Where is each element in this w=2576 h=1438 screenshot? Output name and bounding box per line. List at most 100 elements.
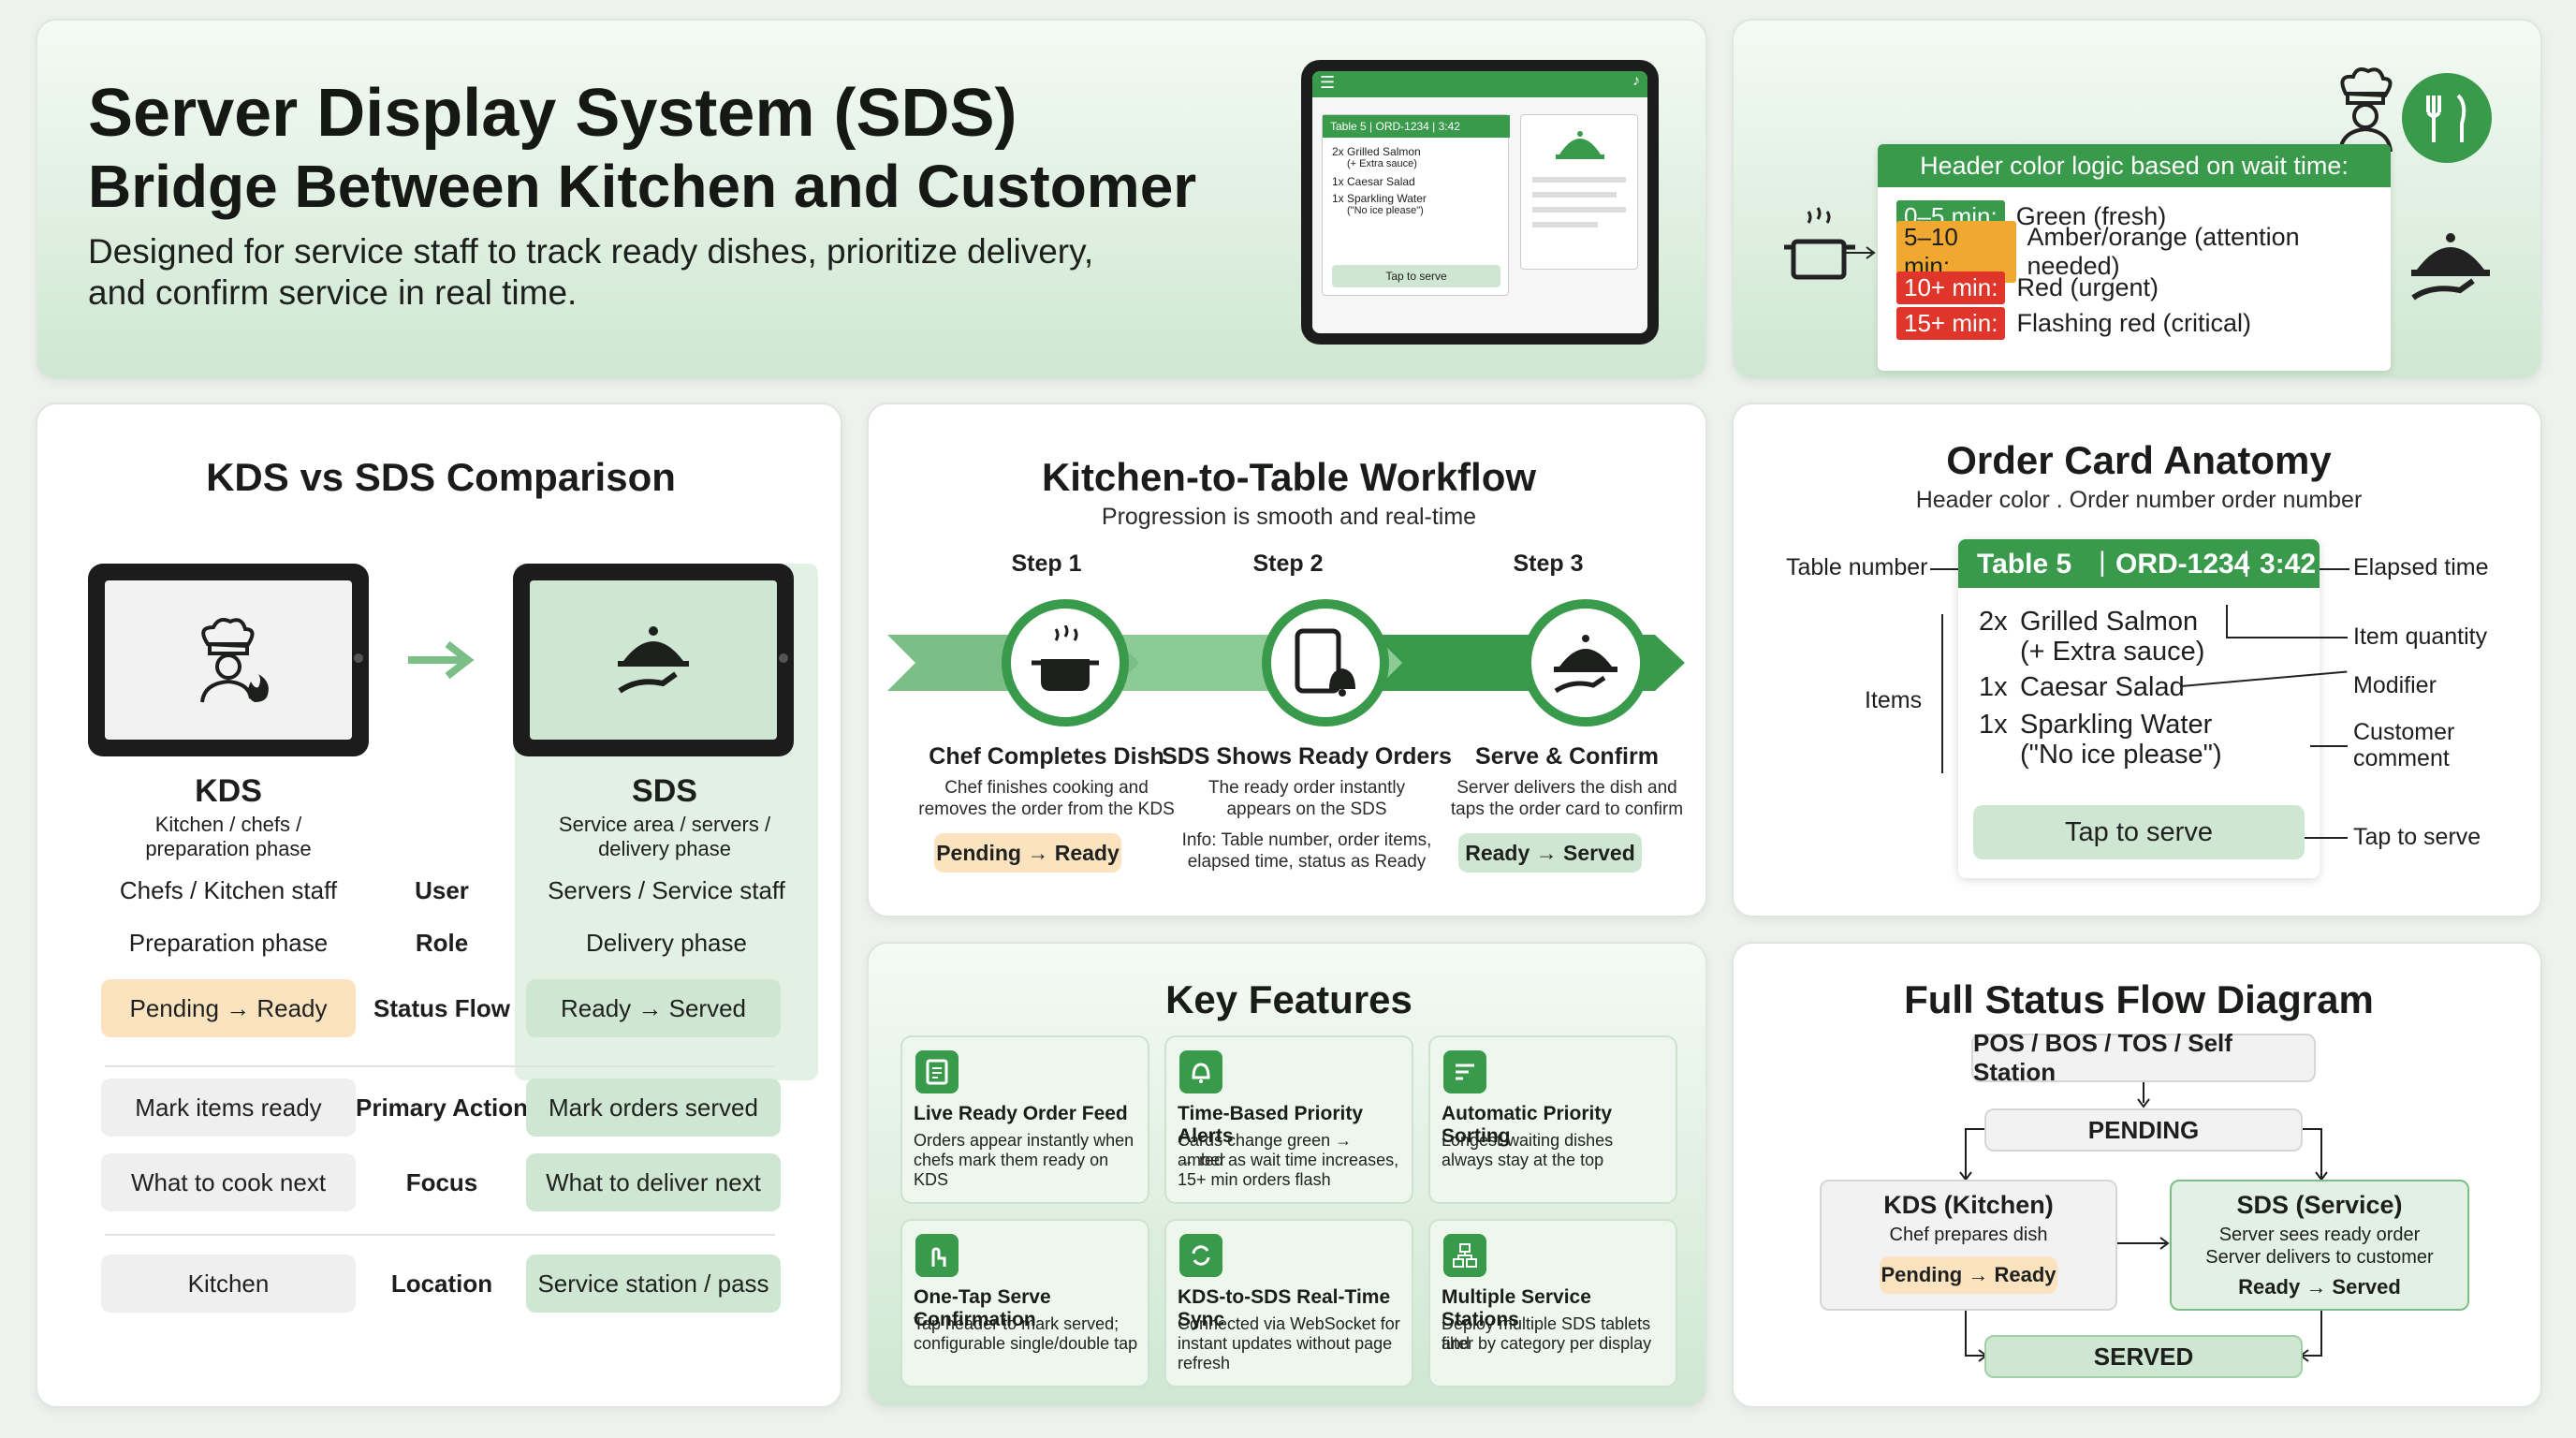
- card-elapsed-time: 3:42: [2260, 549, 2317, 580]
- label-customer: Customer: [2353, 719, 2455, 745]
- card-item-modifier: (+ Extra sauce): [2020, 637, 2205, 667]
- color-label: Red (urgent): [2016, 272, 2159, 301]
- sds-box-desc-1: Server sees ready order: [2218, 1225, 2421, 1245]
- menu-icon: ☰: [1320, 73, 1336, 92]
- card-order-number: ORD-1234: [2115, 549, 2250, 580]
- anatomy-card-header: Table 5 | ORD-1234 | 3:42: [1958, 539, 2320, 588]
- sds-role: Delivery phase: [586, 929, 747, 957]
- comparison-panel: KDS vs SDS Comparison KDS Kitchen: [36, 403, 842, 1408]
- feature-desc-2: → red as wait time increases,: [1178, 1151, 1399, 1169]
- step-1-desc-2: removes the order from the KDS: [918, 800, 1175, 819]
- feature-card: Automatic Priority Sorting Longest-waiti…: [1428, 1035, 1677, 1204]
- pot-icon: [1784, 207, 1855, 280]
- placeholder-line: [1532, 207, 1626, 213]
- feature-desc-2: instant updates without page: [1178, 1334, 1393, 1353]
- tagline-line-2: and confirm service in real time.: [88, 273, 578, 312]
- feature-desc-1: Connected via WebSocket for: [1178, 1314, 1400, 1333]
- pending-box: PENDING: [1984, 1108, 2303, 1152]
- sds-desc-2: delivery phase: [598, 837, 731, 860]
- card-item-name: Sparkling Water: [2020, 710, 2213, 740]
- fork-knife-icon: [2426, 94, 2466, 142]
- leader-line: [2226, 637, 2348, 638]
- feature-title: Time-Based Priority Alerts: [1178, 1103, 1364, 1147]
- pot-icon: [1032, 625, 1099, 691]
- kds-status-flow: Pending → Ready: [101, 979, 356, 1037]
- card-table-number: Table 5: [1977, 549, 2072, 580]
- feature-desc-2: chefs mark them ready on KDS: [914, 1151, 1109, 1189]
- feature-desc-2: filter by category per display: [1442, 1334, 1652, 1353]
- color-label: Flashing red (critical): [2016, 308, 2252, 337]
- feature-card: Time-Based Priority Alerts Cards change …: [1164, 1035, 1413, 1204]
- feature-title: Multiple Service Stations: [1442, 1286, 1591, 1330]
- sds-desc-1: Service area / servers /: [558, 813, 771, 836]
- color-label: Green (fresh): [2015, 201, 2167, 230]
- sds-tablet: [513, 564, 794, 756]
- sds-box-desc-2: Server delivers to customer: [2205, 1247, 2434, 1268]
- color-tag: 10+ min:: [1896, 271, 2006, 304]
- kds-role: Preparation phase: [128, 929, 329, 957]
- card-item-name: Grilled Salmon: [2020, 607, 2199, 637]
- kds-name: KDS: [195, 773, 262, 809]
- leader-line: [1930, 568, 1958, 570]
- kds-screen: [105, 580, 352, 740]
- color-logic-card: Header color logic based on wait time: 0…: [1878, 144, 2391, 371]
- kds-user: Chefs / Kitchen staff: [119, 876, 338, 904]
- divider: [105, 1065, 775, 1067]
- kds-focus: What to cook next: [101, 1153, 356, 1211]
- sds-box: SDS (Service) Server sees ready order Se…: [2170, 1180, 2469, 1311]
- card-item-qty: 2x: [1979, 607, 2008, 637]
- label-tap-to-serve: Tap to serve: [2353, 824, 2481, 850]
- header-separator: |: [2099, 547, 2106, 578]
- tagline-line-1: Designed for service staff to track read…: [88, 232, 1094, 271]
- label-modifier: Modifier: [2353, 672, 2437, 698]
- sds-name: SDS: [632, 773, 697, 809]
- list-icon: [915, 1050, 959, 1093]
- feature-desc-1: Deploy multiple SDS tablets and: [1442, 1314, 1651, 1353]
- workflow-panel: Kitchen-to-Table Workflow Progression is…: [867, 403, 1707, 917]
- color-tag: 15+ min:: [1896, 306, 2006, 340]
- leader-line: [2320, 568, 2349, 570]
- feature-title: Automatic Priority Sorting: [1442, 1103, 1613, 1147]
- header-panel: Server Display System (SDS) Bridge Betwe…: [36, 19, 1707, 380]
- tablet-button: [354, 653, 363, 663]
- kds-desc-1: Kitchen / chefs /: [154, 813, 302, 836]
- step-1-label: Step 1: [1011, 550, 1082, 577]
- sds-box-title: SDS (Service): [2236, 1191, 2403, 1219]
- anatomy-title: Order Card Anatomy: [1946, 438, 2332, 482]
- step-2-desc-2: appears on the SDS: [1226, 800, 1387, 819]
- placeholder-line: [1532, 222, 1598, 227]
- step-1-title: Chef Completes Dish: [929, 743, 1164, 770]
- step-1-badge: Pending → Ready: [934, 833, 1121, 873]
- label-role: Role: [415, 929, 469, 957]
- tablet-preview: ☰ ♪ Table 5 | ORD-1234 | 3:42 2x Grilled…: [1301, 60, 1659, 345]
- label-table-number: Table number: [1786, 554, 1928, 580]
- sds-user: Servers / Service staff: [548, 876, 785, 904]
- status-flow-title: Full Status Flow Diagram: [1904, 977, 2374, 1021]
- tablet-tap-button[interactable]: Tap to serve: [1332, 265, 1500, 287]
- step-2-info-2: elapsed time, status as Ready: [1187, 852, 1427, 872]
- step-2-desc-1: The ready order instantly: [1208, 778, 1406, 798]
- anatomy-panel: Order Card Anatomy Header color . Order …: [1732, 403, 2542, 917]
- color-logic-title: Header color logic based on wait time:: [1878, 144, 2391, 187]
- stations-icon: [1443, 1234, 1486, 1277]
- label-primary-action: Primary Action: [356, 1093, 528, 1122]
- tap-to-serve-button[interactable]: Tap to serve: [1973, 805, 2305, 859]
- step-3-desc-2: taps the order card to confirm: [1450, 800, 1684, 819]
- tablet-item-5: ("No ice please"): [1347, 205, 1424, 216]
- features-title: Key Features: [1165, 977, 1412, 1021]
- label-item-quantity: Item quantity: [2353, 624, 2488, 650]
- tablet-item-2: (+ Extra sauce): [1347, 158, 1417, 169]
- status-flow-panel: Full Status Flow Diagram POS / BOS / TOS…: [1732, 942, 2542, 1408]
- workflow-title: Kitchen-to-Table Workflow: [1041, 455, 1537, 499]
- cloche-icon: [1556, 131, 1604, 159]
- feature-card: Multiple Service Stations Deploy multipl…: [1428, 1219, 1677, 1387]
- step-3-label: Step 3: [1513, 550, 1584, 577]
- card-item-comment: ("No ice please"): [2020, 740, 2222, 770]
- label-elapsed-time: Elapsed time: [2353, 554, 2489, 580]
- kds-tablet: [88, 564, 369, 756]
- step-3-desc-1: Server delivers the dish and: [1456, 778, 1677, 798]
- tap-icon: [915, 1234, 959, 1277]
- serving-hand-icon: [1554, 635, 1617, 694]
- anatomy-subtitle: Header color . Order number order number: [1915, 487, 2363, 513]
- leader-line: [2310, 745, 2348, 747]
